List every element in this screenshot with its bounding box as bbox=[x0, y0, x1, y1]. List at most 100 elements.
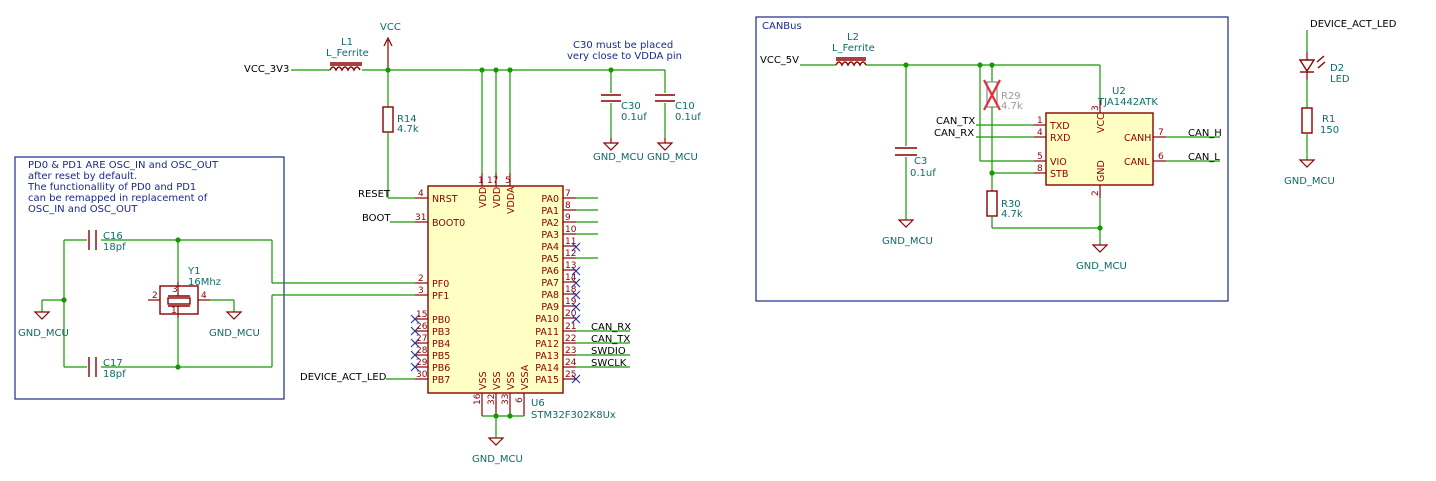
pin-number: 23 bbox=[565, 346, 576, 356]
u6-pin-pb0: PB0 bbox=[432, 315, 450, 326]
l2-ferrite-inductor bbox=[835, 57, 867, 67]
u6-pin-pa10: PA10 bbox=[535, 314, 559, 325]
pin-number: 4 bbox=[201, 291, 207, 301]
u2-pin-rxd: RXD bbox=[1050, 133, 1070, 144]
pin-number: 1 bbox=[171, 306, 177, 316]
pin-number: 19 bbox=[565, 297, 577, 307]
u6-pin-pa13: PA13 bbox=[535, 351, 559, 362]
c30-note-line-2: very close to VDDA pin bbox=[567, 51, 682, 62]
u2-pin-txd: TXD bbox=[1049, 121, 1070, 132]
u6-pin-pa11: PA11 bbox=[535, 327, 559, 338]
pin-number: 13 bbox=[565, 261, 576, 271]
pin-number: 8 bbox=[565, 201, 571, 211]
u6-pin-vdd1: VDD bbox=[478, 187, 489, 208]
u6-pin-pa0: PA0 bbox=[541, 194, 559, 205]
u6-pin-vss3: VSS bbox=[506, 371, 517, 390]
c30-value: 0.1uf bbox=[621, 112, 647, 123]
r30-ref: R30 bbox=[1001, 199, 1021, 210]
net-label-boot: BOOT bbox=[362, 213, 391, 224]
pin-number: 1 bbox=[478, 176, 484, 186]
c10-capacitor bbox=[655, 94, 675, 102]
no-connect-marks-pa bbox=[571, 242, 581, 384]
u6-pin-pb4: PB4 bbox=[432, 339, 450, 350]
c30-note-line-1: C30 must be placed bbox=[573, 40, 673, 51]
l2-value: L_Ferrite bbox=[832, 43, 875, 54]
u6-pin-pf0: PF0 bbox=[432, 279, 449, 290]
r14-resistor bbox=[382, 106, 394, 133]
canbus-frame-title: CANBus bbox=[762, 21, 802, 32]
gnd-label: GND_MCU bbox=[1076, 261, 1127, 272]
r1-resistor bbox=[1301, 107, 1313, 134]
u6-pin-pa5: PA5 bbox=[541, 254, 559, 265]
pin-number: 18 bbox=[565, 285, 577, 295]
net-label-vcc-3v3: VCC_3V3 bbox=[244, 64, 289, 75]
pin-number: 10 bbox=[565, 225, 577, 235]
pin-number: 5 bbox=[505, 176, 511, 186]
osc-note-line-1: PD0 & PD1 ARE OSC_IN and OSC_OUT bbox=[28, 160, 219, 171]
pin-number: 5 bbox=[1037, 152, 1043, 162]
pin-number: 16 bbox=[473, 393, 483, 405]
pin-number: 4 bbox=[1037, 128, 1043, 138]
gnd-label: GND_MCU bbox=[1284, 176, 1335, 187]
pin-number: 6 bbox=[1158, 152, 1164, 162]
u6-value: STM32F302K8Ux bbox=[531, 410, 616, 421]
u6-pin-pa9: PA9 bbox=[541, 302, 559, 313]
l1-ferrite-inductor bbox=[329, 62, 362, 72]
c16-value: 18pf bbox=[103, 242, 126, 253]
canbus-frame bbox=[755, 16, 1229, 302]
c17-capacitor bbox=[88, 357, 97, 377]
c17-ref: C17 bbox=[103, 358, 123, 369]
y1-ref: Y1 bbox=[187, 266, 200, 277]
gnd-symbol bbox=[897, 219, 915, 228]
u6-pin-pf1: PF1 bbox=[432, 291, 449, 302]
gnd-symbol bbox=[602, 138, 620, 151]
u6-pin-pa8: PA8 bbox=[541, 290, 559, 301]
u2-pin-canh: CANH bbox=[1124, 133, 1151, 144]
u2-pin-gnd: GND bbox=[1096, 160, 1107, 182]
u6-pin-pa2: PA2 bbox=[541, 218, 559, 229]
net-label-vcc-5v: VCC_5V bbox=[760, 55, 799, 66]
u6-pin-pa15: PA15 bbox=[535, 375, 559, 386]
l1-value: L_Ferrite bbox=[326, 48, 369, 59]
u6-pin-nrst: NRST bbox=[432, 194, 458, 205]
gnd-symbol bbox=[1298, 159, 1316, 168]
pin-number: 1 bbox=[1037, 116, 1043, 126]
pin-number: 3 bbox=[172, 285, 178, 295]
r30-value: 4.7k bbox=[1001, 209, 1023, 220]
u6-pin-pb7: PB7 bbox=[432, 375, 450, 386]
pin-number: 21 bbox=[565, 322, 576, 332]
osc-note-line-5: OSC_IN and OSC_OUT bbox=[28, 204, 138, 215]
r1-value: 150 bbox=[1320, 125, 1339, 136]
pin-number: 3 bbox=[1091, 105, 1101, 111]
c30-capacitor bbox=[601, 94, 621, 102]
u6-pin-vssa: VSSA bbox=[520, 364, 531, 390]
l1-ref: L1 bbox=[341, 37, 353, 48]
pin-number: 32 bbox=[487, 394, 497, 405]
pin-number: 30 bbox=[416, 370, 428, 380]
u2-pin-canl: CANL bbox=[1124, 157, 1150, 168]
pin-number: 7 bbox=[565, 189, 571, 199]
pin-number: 15 bbox=[416, 310, 427, 320]
u2-transceiver-body bbox=[1045, 112, 1154, 186]
r29-dnp-cross bbox=[983, 79, 1001, 111]
gnd-symbol bbox=[225, 311, 243, 320]
u6-pin-vss1: VSS bbox=[478, 371, 489, 390]
pin-number: 17 bbox=[487, 176, 498, 186]
junction bbox=[507, 413, 513, 419]
pin-number: 12 bbox=[565, 249, 576, 259]
c10-ref: C10 bbox=[675, 101, 695, 112]
c3-capacitor bbox=[895, 147, 917, 156]
gnd-label: GND_MCU bbox=[647, 152, 698, 163]
u2-value: TJA1442ATK bbox=[1097, 97, 1158, 108]
r1-ref: R1 bbox=[1322, 114, 1335, 125]
pin-number: 3 bbox=[418, 286, 424, 296]
u6-pin-pa12: PA12 bbox=[535, 339, 559, 350]
u6-pin-pa1: PA1 bbox=[541, 206, 559, 217]
pin-number: 22 bbox=[565, 334, 576, 344]
c17-value: 18pf bbox=[103, 369, 126, 380]
gnd-symbol bbox=[33, 311, 51, 320]
u6-ref: U6 bbox=[531, 398, 545, 409]
pin-number: 6 bbox=[515, 397, 525, 403]
